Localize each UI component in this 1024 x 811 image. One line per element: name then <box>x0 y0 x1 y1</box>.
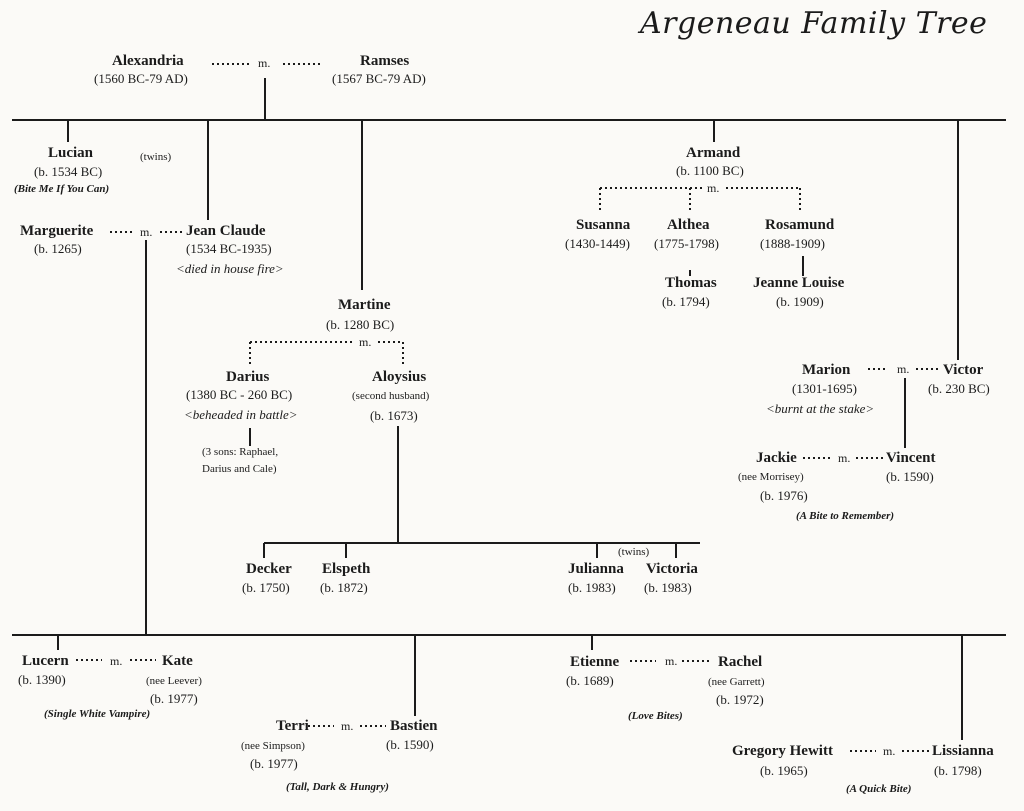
person-name-kate: Kate <box>162 653 193 669</box>
sons-note-darius-2: Darius and Cale) <box>202 463 277 475</box>
person-dates-martine: (b. 1280 BC) <box>326 317 395 332</box>
person-name-thomas: Thomas <box>665 275 717 291</box>
person-name-ramses: Ramses <box>360 53 410 69</box>
person-dates-althea: (1775-1798) <box>654 236 719 251</box>
person-name-jeanne-louise: Jeanne Louise <box>753 275 845 291</box>
person-name-aloysius: Aloysius <box>372 369 427 385</box>
twins-note-lucian: (twins) <box>140 151 172 163</box>
person-name-lucern: Lucern <box>22 653 69 669</box>
marriage-label: m. <box>883 744 896 758</box>
marriage-label: m. <box>110 654 123 668</box>
nee-note-kate: (nee Leever) <box>146 675 202 687</box>
person-name-susanna: Susanna <box>576 217 631 233</box>
person-dates-victoria: (b. 1983) <box>644 580 692 595</box>
person-dates-marion: (1301-1695) <box>792 381 857 396</box>
fate-jean-claude: <died in house fire> <box>176 261 284 276</box>
marriage-label: m. <box>838 451 851 465</box>
sons-note-darius-1: (3 sons: Raphael, <box>202 446 279 458</box>
person-dates-thomas: (b. 1794) <box>662 294 710 309</box>
person-name-victoria: Victoria <box>646 561 698 577</box>
person-dates-gregory-hewitt: (b. 1965) <box>760 763 808 778</box>
book-title-etienne: (Love Bites) <box>628 710 683 722</box>
book-title-lissianna: (A Quick Bite) <box>846 783 912 795</box>
person-name-decker: Decker <box>246 561 292 577</box>
person-name-lucian: Lucian <box>48 145 94 161</box>
diagram-title: Argeneau Family Tree <box>640 6 988 41</box>
marriage-label: m. <box>359 335 372 349</box>
person-dates-susanna: (1430-1449) <box>565 236 630 251</box>
book-title-lucern: (Single White Vampire) <box>44 708 151 720</box>
person-dates-alexandria: (1560 BC-79 AD) <box>94 71 188 86</box>
person-dates-rosamund: (1888-1909) <box>760 236 825 251</box>
twins-note-julianna: (twins) <box>618 546 650 558</box>
person-name-jackie: Jackie <box>756 450 797 466</box>
person-dates-lucern: (b. 1390) <box>18 672 66 687</box>
person-name-armand: Armand <box>686 145 741 161</box>
person-dates-jackie: (b. 1976) <box>760 488 808 503</box>
person-dates-marguerite: (b. 1265) <box>34 241 82 256</box>
nee-note-rachel: (nee Garrett) <box>708 676 765 688</box>
person-name-marion: Marion <box>802 362 851 378</box>
person-dates-ramses: (1567 BC-79 AD) <box>332 71 426 86</box>
marriage-label: m. <box>140 225 153 239</box>
person-dates-julianna: (b. 1983) <box>568 580 616 595</box>
person-dates-victor: (b. 230 BC) <box>928 381 990 396</box>
marriage-label: m. <box>707 181 720 195</box>
person-name-lissianna: Lissianna <box>932 743 994 759</box>
person-dates-armand: (b. 1100 BC) <box>676 163 744 178</box>
person-name-martine: Martine <box>338 297 391 313</box>
person-name-bastien: Bastien <box>390 718 438 734</box>
person-dates-vincent: (b. 1590) <box>886 469 934 484</box>
person-name-elspeth: Elspeth <box>322 561 371 577</box>
person-dates-jean-claude: (1534 BC-1935) <box>186 241 272 256</box>
marriage-label: m. <box>897 362 910 376</box>
person-dates-rachel: (b. 1972) <box>716 692 764 707</box>
person-dates-elspeth: (b. 1872) <box>320 580 368 595</box>
person-dates-kate: (b. 1977) <box>150 691 198 706</box>
person-name-etienne: Etienne <box>570 654 620 670</box>
marriage-label: m. <box>341 719 354 733</box>
person-dates-lissianna: (b. 1798) <box>934 763 982 778</box>
book-title-terri: (Tall, Dark & Hungry) <box>286 781 389 793</box>
person-name-rosamund: Rosamund <box>765 217 835 233</box>
person-name-terri: Terri <box>276 718 309 734</box>
person-name-darius: Darius <box>226 369 270 385</box>
person-name-althea: Althea <box>667 217 710 233</box>
fate-darius: <beheaded in battle> <box>184 407 298 422</box>
person-name-vincent: Vincent <box>886 450 936 466</box>
person-dates-bastien: (b. 1590) <box>386 737 434 752</box>
book-title-vincent: (A Bite to Remember) <box>796 510 895 522</box>
person-name-julianna: Julianna <box>568 561 624 577</box>
nee-note-jackie: (nee Morrisey) <box>738 471 804 483</box>
marriage-label: m. <box>258 56 271 70</box>
person-name-jean-claude: Jean Claude <box>186 223 266 239</box>
marriage-label: m. <box>665 654 678 668</box>
person-dates-jeanne-louise: (b. 1909) <box>776 294 824 309</box>
person-dates-darius: (1380 BC - 260 BC) <box>186 387 293 402</box>
person-name-gregory-hewitt: Gregory Hewitt <box>732 743 833 759</box>
person-dates-lucian: (b. 1534 BC) <box>34 164 103 179</box>
person-name-rachel: Rachel <box>718 654 763 670</box>
person-name-alexandria: Alexandria <box>112 53 184 69</box>
person-dates-etienne: (b. 1689) <box>566 673 614 688</box>
person-dates-decker: (b. 1750) <box>242 580 290 595</box>
book-title-lucian: (Bite Me If You Can) <box>14 183 110 195</box>
fate-marion: <burnt at the stake> <box>766 401 875 416</box>
note-aloysius: (second husband) <box>352 390 430 402</box>
person-name-marguerite: Marguerite <box>20 223 94 239</box>
person-name-victor: Victor <box>943 362 984 378</box>
person-dates-terri: (b. 1977) <box>250 756 298 771</box>
person-dates-aloysius: (b. 1673) <box>370 408 418 423</box>
nee-note-terri: (nee Simpson) <box>241 740 305 752</box>
